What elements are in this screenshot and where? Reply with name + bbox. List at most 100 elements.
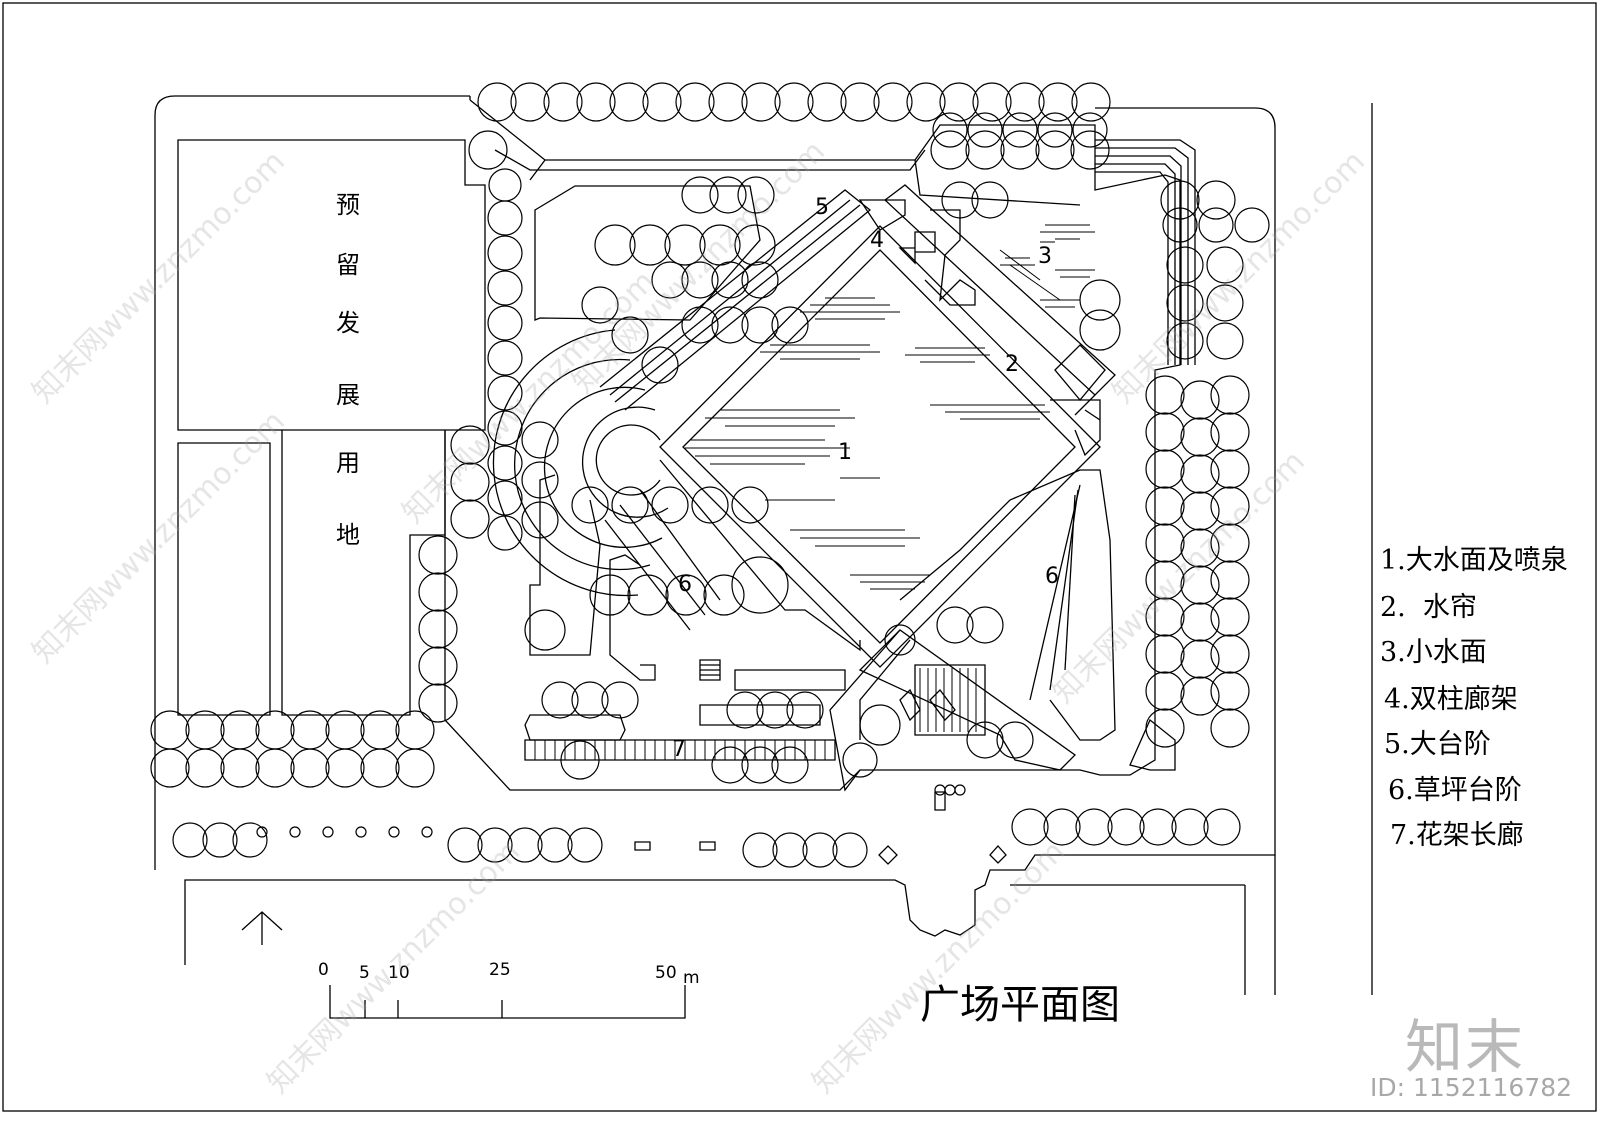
tree-canopy [1180,639,1220,679]
tree-canopy [543,82,583,122]
tree-canopy [966,721,1004,759]
tree-canopy [421,826,433,838]
tree-canopy [832,832,868,868]
legend-item: 6.草坪台阶 [1388,775,1522,806]
tree-canopy [681,261,719,299]
tree-canopy [1206,246,1244,284]
tree-canopy [220,748,260,788]
tree-canopy [611,316,649,354]
tree-canopy [1079,279,1121,321]
double-colonnade [883,184,1116,396]
tree-canopy [906,82,946,122]
tree-canopy [774,82,814,122]
tree-canopy [1210,449,1250,489]
tree-canopy [1210,634,1250,674]
tree-canopy [487,445,523,481]
legend-item: 7.花架长廊 [1390,820,1524,851]
tree-canopy [487,340,523,376]
tree-canopy [560,740,600,780]
reserved-land-char: 地 [336,521,360,549]
tree-canopy [842,742,878,778]
tree-canopy [1070,130,1110,170]
tree-canopy [1145,708,1185,748]
tree-canopy [840,82,880,122]
scale-unit-label: m [683,968,700,988]
reserved-land-outline [177,139,486,431]
tree-canopy [524,609,566,651]
tree-canopy [772,832,808,868]
tree-canopy [609,82,649,122]
tree-canopy [172,822,208,858]
tree-canopy [709,176,747,214]
drawing-id: ID: 1152116782 [1370,1073,1573,1102]
reserved-land-char: 发 [336,309,360,337]
tree-canopy [488,168,522,202]
tree-canopy [468,130,508,170]
amphitheater [595,424,661,496]
tree-canopy [756,691,794,729]
tree-canopy [1011,808,1049,846]
tree-canopy [627,574,669,616]
tree-canopy [629,224,671,266]
tree-canopy [786,691,824,729]
tree-canopy [741,306,779,344]
tree-canopy [691,486,729,524]
tree-canopy [681,306,719,344]
tree-canopy [1145,634,1185,674]
tree-canopy [1180,528,1220,568]
tree-canopy [954,784,966,796]
tree-canopy [1171,808,1209,846]
tree-canopy [447,827,483,863]
tree-canopy [395,710,435,750]
tree-canopy [734,224,776,266]
legend-item: 1.大水面及喷泉 [1380,545,1568,576]
tree-canopy [521,421,559,459]
ring-road [444,99,1181,791]
tree-canopy [1210,523,1250,563]
zone-label-colonnade: 4 [870,228,884,253]
tree-canopy [150,710,190,750]
tree-canopy [930,130,970,170]
tree-canopy [802,832,838,868]
tree-canopy [1166,246,1204,284]
tree-canopy [1145,671,1185,711]
tree-canopy [1234,207,1270,243]
tree-canopy [510,82,550,122]
tree-canopy [589,574,631,616]
tree-canopy [185,748,225,788]
tree-canopy [966,606,1004,644]
tree-canopy [742,832,778,868]
tree-canopy [594,224,636,266]
tree-canopy [325,710,365,750]
tree-canopy [1145,560,1185,600]
tree-canopy [944,784,956,796]
tree-canopy [741,261,779,299]
tree-canopy [581,286,619,324]
tree-canopy [477,827,513,863]
tree-canopy [256,826,268,838]
zone-label-small-pond: 3 [1038,244,1052,269]
tree-canopy [487,305,523,341]
tree-canopy [965,130,1005,170]
tree-canopy [487,270,523,306]
tree-canopy [1210,671,1250,711]
tree-canopy [1002,112,1038,148]
tree-canopy [290,710,330,750]
tree-canopy [1203,808,1241,846]
zone-label-curtain: 2 [1005,352,1019,377]
tree-canopy [996,721,1034,759]
tree-canopy [967,112,1003,148]
tree-canopy [255,748,295,788]
tree-canopy [884,624,916,656]
tree-canopy [325,748,365,788]
tree-canopy [507,827,543,863]
north-arrow [241,911,283,945]
tree-canopy [255,710,295,750]
tree-canopy [1043,808,1081,846]
legend-item: 2. 水帘 [1380,592,1477,623]
drawing-border [2,2,1597,1112]
tree-canopy [807,82,847,122]
tree-canopy [651,261,689,299]
tree-canopy [1145,375,1185,415]
